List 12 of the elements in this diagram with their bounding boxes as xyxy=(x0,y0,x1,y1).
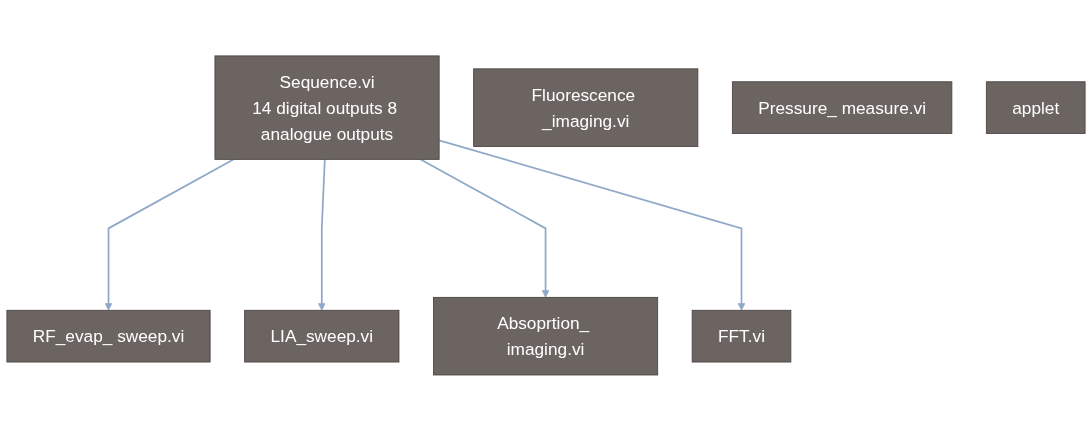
node-box: RF_evap_ sweep.vi xyxy=(6,309,211,363)
node-box: Absoprtion_ imaging.vi xyxy=(433,297,659,376)
node-box: Fluorescence _imaging.vi xyxy=(473,68,699,147)
node-box: FFT.vi xyxy=(691,309,792,363)
node-box: Pressure_ measure.vi xyxy=(731,81,953,134)
arrow xyxy=(419,158,550,298)
node-box: LIA_sweep.vi xyxy=(244,309,400,363)
node-box: applet xyxy=(985,81,1086,134)
arrow xyxy=(104,158,235,311)
arrow xyxy=(438,139,746,311)
arrow xyxy=(318,158,326,311)
node-box: Sequence.vi 14 digital outputs 8 analogue outputs xyxy=(214,55,440,160)
